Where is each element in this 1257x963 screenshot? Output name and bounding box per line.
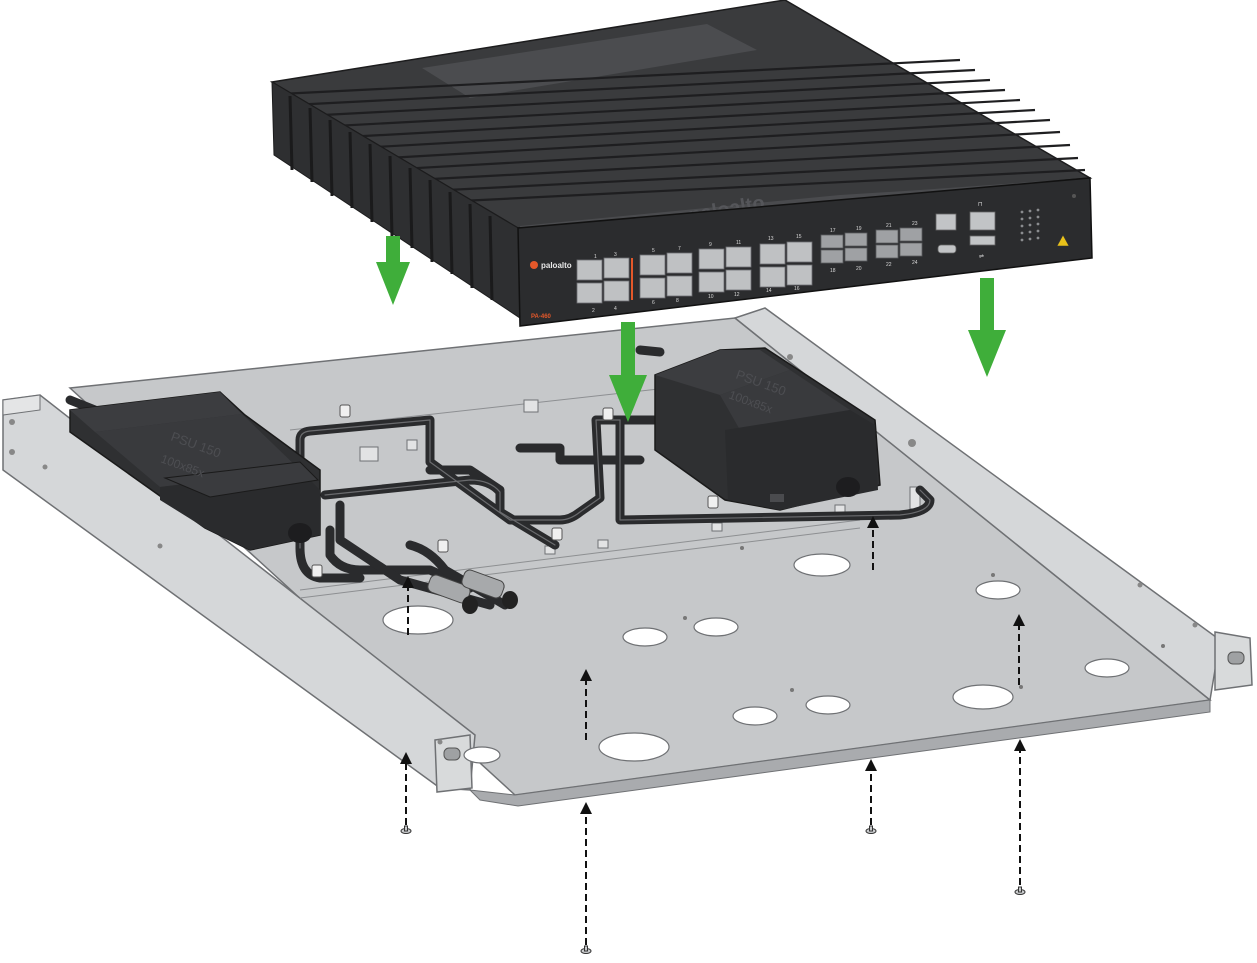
- svg-text:8: 8: [676, 298, 679, 304]
- svg-text:18: 18: [830, 268, 836, 274]
- svg-text:20: 20: [856, 266, 862, 272]
- sfp-ports: [820, 227, 923, 264]
- usb-icon: ⇌: [979, 254, 984, 260]
- svg-text:10: 10: [708, 294, 714, 300]
- svg-text:16: 16: [794, 286, 800, 292]
- screw-icon: [580, 945, 592, 954]
- device-model: PA-460: [531, 314, 552, 320]
- dc-connectors: [427, 569, 518, 614]
- svg-text:13: 13: [768, 236, 774, 242]
- svg-text:3: 3: [614, 252, 617, 258]
- down-arrow-icon: [376, 236, 410, 305]
- svg-text:5: 5: [652, 248, 655, 254]
- screw-icon: [1014, 886, 1026, 895]
- usb-port: [969, 235, 996, 246]
- heat-sink-fins: [279, 58, 1086, 206]
- svg-text:19: 19: [856, 226, 862, 232]
- mgmt-port: [935, 213, 957, 231]
- warning-icon: [1056, 234, 1070, 247]
- power-supply-right: PSU 150 100x85x: [654, 347, 881, 511]
- screw-icon: [865, 825, 877, 834]
- rj45-mgmt-port: [969, 211, 996, 231]
- svg-text:1: 1: [594, 254, 597, 260]
- svg-text:17: 17: [830, 228, 836, 234]
- svg-text:6: 6: [652, 300, 655, 306]
- svg-text:24: 24: [912, 260, 918, 266]
- rj45-ports: [576, 241, 813, 304]
- status-leds: [1020, 208, 1040, 242]
- screw-arrows: [400, 516, 1026, 945]
- tray-front-lip: [468, 699, 1211, 807]
- down-arrow-icon: [609, 322, 647, 422]
- svg-text:11: 11: [736, 240, 741, 246]
- console-port: [937, 244, 957, 254]
- power-cables: [65, 345, 935, 614]
- svg-text:21: 21: [886, 223, 892, 229]
- svg-text:15: 15: [796, 234, 802, 240]
- mounting-tray: [2, 307, 1253, 807]
- placement-arrows: [376, 236, 1006, 422]
- svg-text:2: 2: [592, 308, 595, 314]
- screws: [400, 825, 1026, 954]
- brand-front: paloalto: [541, 261, 572, 270]
- tray-left-ear: [434, 734, 473, 793]
- svg-text:23: 23: [912, 221, 918, 227]
- svg-text:4: 4: [614, 306, 617, 312]
- network-icon: ⊓: [978, 202, 983, 208]
- screw-icon: [400, 825, 412, 834]
- down-arrow-icon: [968, 278, 1006, 377]
- power-supply-left: PSU 150 100x85x: [69, 391, 321, 551]
- svg-text:7: 7: [678, 246, 681, 252]
- svg-text:12: 12: [734, 292, 740, 298]
- firewall-device: paloalto paloalto PA-460: [269, 0, 1093, 327]
- tray-holes: [382, 553, 1130, 764]
- svg-text:9: 9: [709, 242, 712, 248]
- port-numbers: 1 3 5 7 9 11 13 15 17 19 21 23 2 4 6 8 1…: [592, 221, 918, 314]
- svg-text:22: 22: [886, 262, 892, 268]
- svg-text:14: 14: [766, 288, 772, 294]
